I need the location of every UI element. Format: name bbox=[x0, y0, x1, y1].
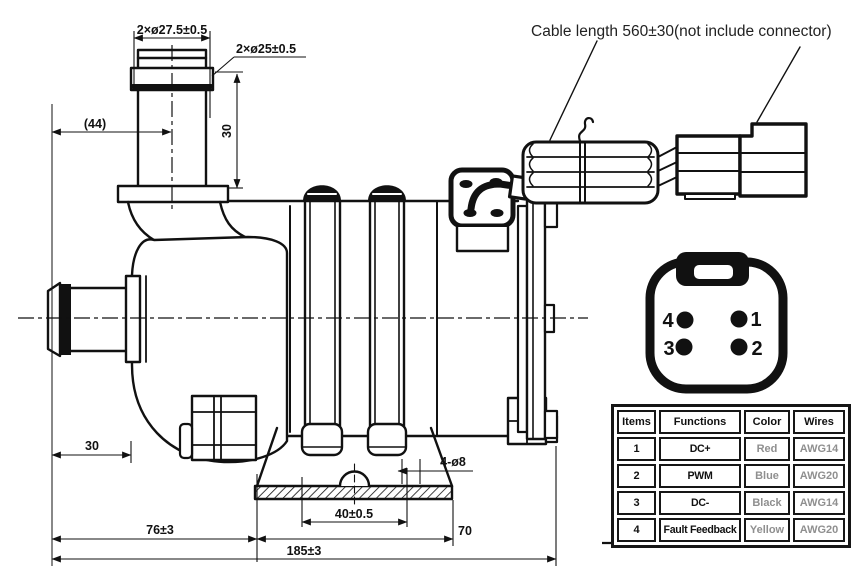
cell-item: 3 bbox=[617, 491, 656, 515]
cell-item: 4 bbox=[617, 518, 656, 542]
dim-mounting-holes: 4-ø8 bbox=[440, 455, 466, 469]
cable-length-note: Cable length 560±30(not include connecto… bbox=[531, 23, 832, 40]
pin-label-top-right: 1 bbox=[750, 309, 761, 331]
mounting-base bbox=[253, 426, 454, 506]
pinout-table: Items Functions Color Wires 1 DC+ Red AW… bbox=[611, 404, 851, 548]
table-row: 1 DC+ Red AWG14 bbox=[617, 437, 845, 461]
cell-item: 1 bbox=[617, 437, 656, 461]
pin-2-icon bbox=[730, 338, 748, 356]
connector-wires bbox=[657, 146, 678, 187]
leader-lines bbox=[549, 40, 801, 141]
pin-1-icon bbox=[730, 310, 748, 328]
top-port bbox=[116, 48, 247, 242]
pin-label-bottom-right: 2 bbox=[751, 338, 762, 360]
cell-color: Yellow bbox=[744, 518, 790, 542]
cable-tie-knot bbox=[578, 117, 595, 143]
dim-overall-length: 185±3 bbox=[287, 544, 322, 558]
cable-elbow bbox=[467, 180, 518, 213]
cell-function: DC- bbox=[659, 491, 741, 515]
table-row: 2 PWM Blue AWG20 bbox=[617, 464, 845, 488]
cell-wire: AWG20 bbox=[793, 518, 845, 542]
dim-top-port-outer: 2×ø27.5±0.5 bbox=[137, 23, 208, 37]
col-header-color: Color bbox=[744, 410, 790, 434]
centerlines bbox=[18, 45, 588, 319]
pin-3-icon bbox=[675, 338, 693, 356]
table-header-row: Items Functions Color Wires bbox=[617, 410, 845, 434]
col-header-functions: Functions bbox=[659, 410, 741, 434]
cell-function: DC+ bbox=[659, 437, 741, 461]
cable-bundle bbox=[521, 117, 660, 205]
pin-label-top-left: 4 bbox=[662, 310, 674, 332]
cell-wire: AWG14 bbox=[793, 437, 845, 461]
table-row: 4 Fault Feedback Yellow AWG20 bbox=[617, 518, 845, 542]
dim-top-port-inner: 2×ø25±0.5 bbox=[236, 42, 296, 56]
connector-plug bbox=[675, 122, 808, 200]
junction-box bbox=[448, 167, 530, 253]
cell-wire: AWG14 bbox=[793, 491, 845, 515]
dim-inlet-offset: 30 bbox=[85, 439, 99, 453]
cell-function: PWM bbox=[659, 464, 741, 488]
dim-body-length: 76±3 bbox=[146, 523, 174, 537]
dim-base-right: 70 bbox=[458, 524, 472, 538]
dim-port-offset: (44) bbox=[84, 117, 106, 131]
inlet-port bbox=[46, 274, 142, 364]
strap-clamp-rear bbox=[366, 185, 408, 457]
cell-color: Blue bbox=[744, 464, 790, 488]
cell-color: Red bbox=[744, 437, 790, 461]
cell-item: 2 bbox=[617, 464, 656, 488]
connector-face-view: 4 1 3 2 bbox=[645, 252, 788, 394]
pin-4-icon bbox=[676, 311, 694, 329]
col-header-wires: Wires bbox=[793, 410, 845, 434]
volute-flange bbox=[178, 394, 258, 462]
dim-top-port-height: 30 bbox=[220, 124, 234, 138]
cell-wire: AWG20 bbox=[793, 464, 845, 488]
strap-clamp-front bbox=[300, 185, 344, 457]
cell-color: Black bbox=[744, 491, 790, 515]
dim-hole-spacing: 40±0.5 bbox=[335, 507, 373, 521]
col-header-items: Items bbox=[617, 410, 656, 434]
cell-function: Fault Feedback bbox=[659, 518, 741, 542]
pin-label-bottom-left: 3 bbox=[663, 338, 674, 360]
table-row: 3 DC- Black AWG14 bbox=[617, 491, 845, 515]
